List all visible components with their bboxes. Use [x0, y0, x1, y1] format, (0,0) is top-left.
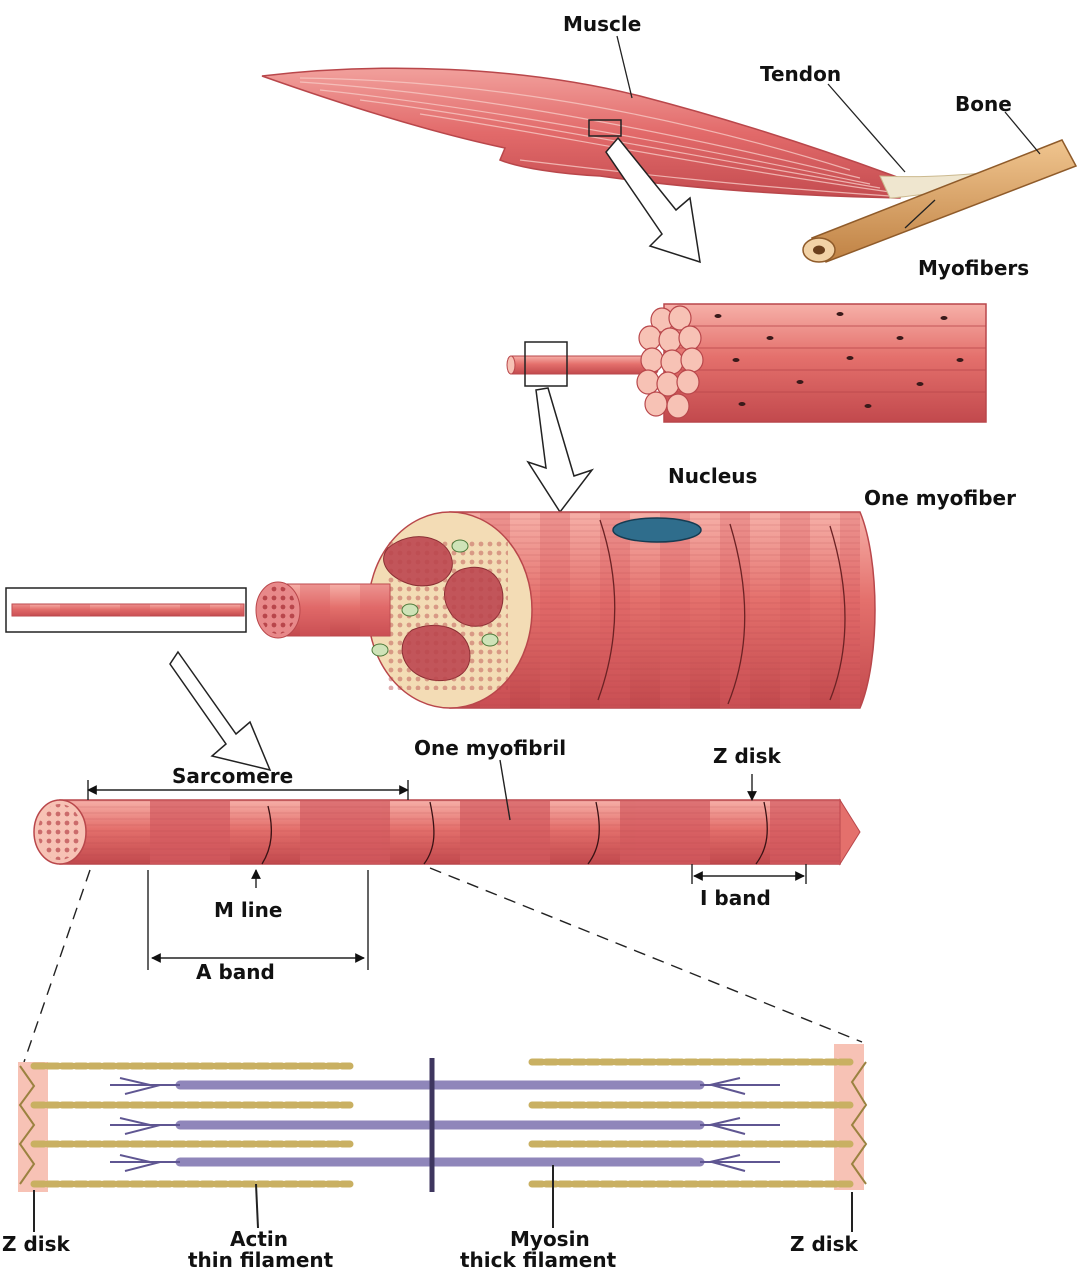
label-z-disk-right: Z disk [790, 1234, 858, 1254]
label-actin: Actin [230, 1229, 288, 1249]
label-a-band: A band [196, 962, 275, 982]
myosin-filaments [180, 1085, 700, 1162]
label-m-line: M line [214, 900, 282, 920]
label-myosin: Myosin [510, 1229, 590, 1249]
label-one-myofibril: One myofibril [414, 738, 566, 758]
label-nucleus: Nucleus [668, 466, 757, 486]
label-z-disk-top: Z disk [713, 746, 781, 766]
myofibril [34, 800, 860, 864]
sarcomere-detail [18, 1044, 866, 1192]
zoom-arrow-3 [170, 652, 270, 770]
label-tendon: Tendon [760, 64, 841, 84]
nucleus-shape [613, 518, 701, 542]
label-z-disk-left: Z disk [2, 1234, 70, 1254]
zoom-arrow-2 [528, 388, 592, 512]
label-muscle: Muscle [563, 14, 641, 34]
label-i-band: I band [700, 888, 771, 908]
myofiber-cylinder [6, 512, 875, 708]
label-myofibers: Myofibers [918, 258, 1029, 278]
muscle-belly [262, 68, 905, 198]
myofiber-bundle [507, 304, 986, 422]
label-bone: Bone [955, 94, 1012, 114]
label-myosin-sub: thick filament [460, 1250, 616, 1270]
label-actin-sub: thin filament [188, 1250, 333, 1270]
sarcomere-leader-lines [34, 1165, 852, 1232]
label-sarcomere: Sarcomere [172, 766, 293, 786]
label-one-myofiber: One myofiber [864, 488, 1016, 508]
